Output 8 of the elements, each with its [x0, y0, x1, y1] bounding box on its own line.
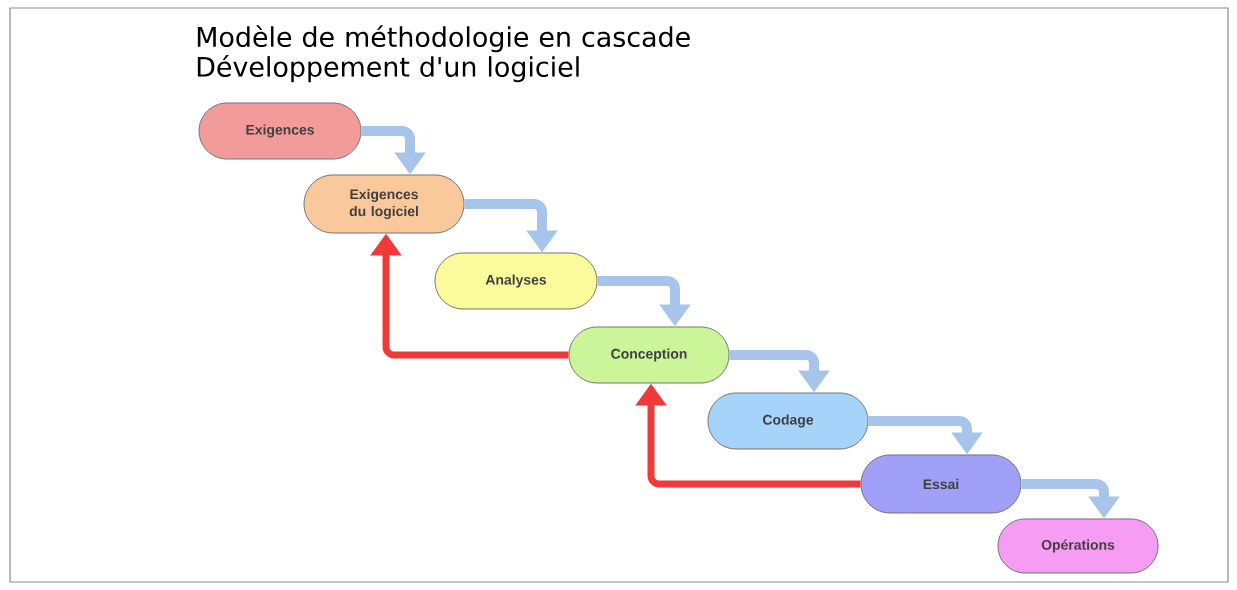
process-box: Opérations [997, 518, 1159, 574]
process-box: Codage [707, 392, 869, 450]
process-box: Exigences du logiciel [303, 174, 465, 234]
process-box: Conception [568, 326, 730, 384]
process-box: Exigences [198, 102, 362, 160]
process-box: Essai [860, 454, 1022, 514]
title: Modèle de méthodologie en cascade Développement d'un logiciel [197, 25, 690, 83]
process-box: Analyses [434, 252, 598, 310]
